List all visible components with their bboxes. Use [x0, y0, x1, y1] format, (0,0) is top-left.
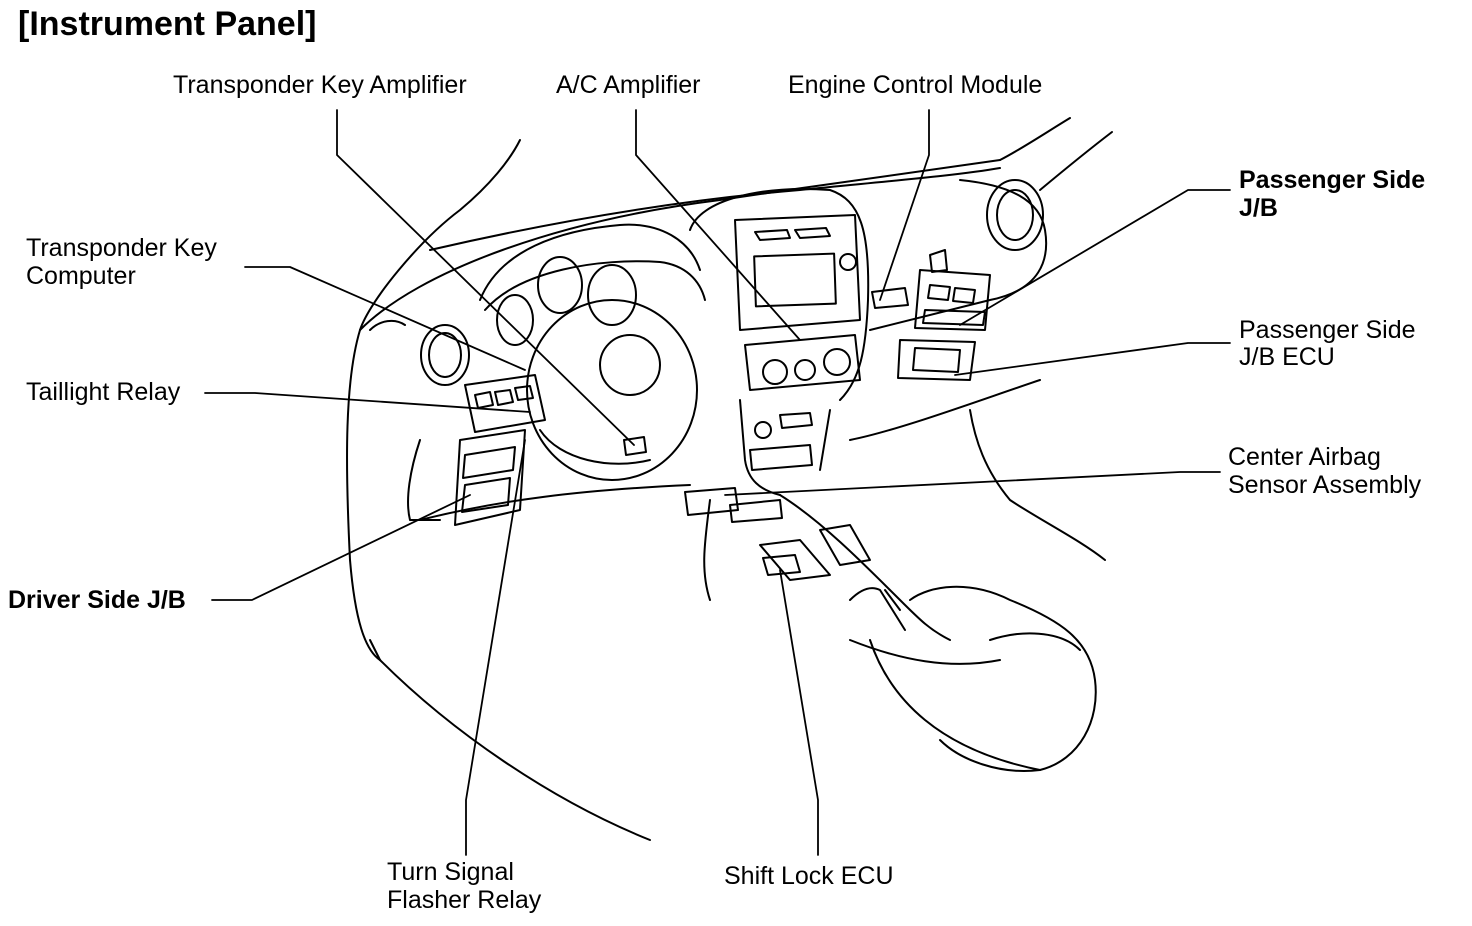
leader-transponder-key-computer [244, 266, 526, 371]
label-passenger-side-jb-ecu-line1: Passenger Side [1239, 316, 1416, 344]
label-transponder-key-amplifier: Transponder Key Amplifier [173, 71, 467, 99]
label-transponder-key-computer-line2: Computer [26, 262, 136, 290]
engine-control-module-component [871, 287, 909, 309]
dashboard-outline [346, 117, 1113, 841]
center-console [703, 494, 1097, 772]
label-passenger-side-jb-ecu-line2: J/B ECU [1239, 343, 1335, 371]
label-engine-control-module: Engine Control Module [788, 71, 1043, 99]
leader-turn-signal-flasher-relay [465, 439, 526, 856]
leader-taillight-relay [204, 392, 531, 413]
page-title: [Instrument Panel] [18, 5, 317, 43]
label-center-airbag-line1: Center Airbag [1228, 443, 1381, 471]
driver-side-jb-component [407, 374, 546, 526]
leader-lines [204, 109, 1231, 856]
label-shift-lock-ecu: Shift Lock ECU [724, 862, 894, 890]
leader-shift-lock-ecu [779, 569, 819, 856]
leader-passenger-side-jb [959, 189, 1231, 326]
center-stack [689, 188, 870, 496]
label-turn-signal-line2: Flasher Relay [387, 886, 542, 914]
leader-passenger-side-jb-ecu [954, 342, 1231, 376]
leader-center-airbag [724, 471, 1221, 496]
transponder-key-amplifier-component [623, 436, 647, 456]
label-ac-amplifier: A/C Amplifier [556, 71, 701, 99]
leader-engine-control-module [879, 109, 930, 301]
label-driver-side-jb: Driver Side J/B [8, 586, 186, 614]
leader-transponder-key-amplifier [336, 109, 635, 446]
left-air-vent [369, 319, 470, 386]
label-center-airbag-line2: Sensor Assembly [1228, 471, 1422, 499]
label-turn-signal-line1: Turn Signal [387, 858, 514, 886]
label-passenger-side-jb-line2: J/B [1239, 194, 1278, 222]
right-air-vent [986, 179, 1044, 251]
leader-ac-amplifier [635, 109, 801, 341]
label-passenger-side-jb-line1: Passenger Side [1239, 166, 1426, 194]
label-transponder-key-computer-line1: Transponder Key [26, 234, 217, 262]
passenger-side-jb-component [897, 249, 991, 381]
label-taillight-relay: Taillight Relay [26, 378, 181, 406]
steering-wheel [526, 299, 698, 481]
shift-lock-ecu-component [762, 554, 801, 576]
center-airbag-sensor-component [684, 487, 783, 523]
instrument-cluster [479, 223, 706, 346]
leader-driver-side-jb [211, 494, 471, 601]
